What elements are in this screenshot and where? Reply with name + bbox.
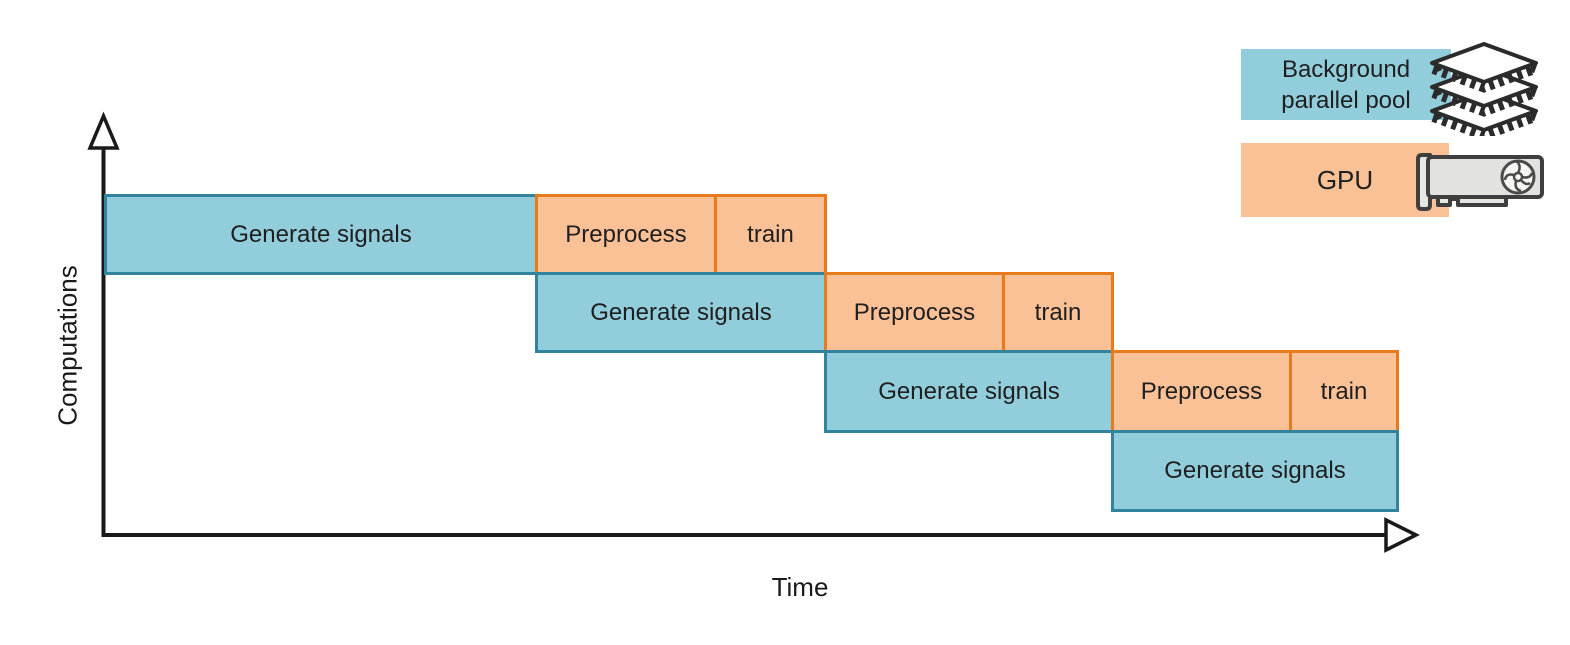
- y-axis-label: Computations: [52, 265, 83, 426]
- task-block-generate-signals-row2: Generate signals: [535, 272, 827, 353]
- legend-item-gpu: GPU: [1241, 143, 1449, 217]
- x-axis-label: Time: [771, 572, 829, 602]
- y-axis-arrow-icon: [87, 111, 120, 150]
- legend-item-background-parallel-pool: Background parallel pool: [1241, 49, 1451, 120]
- legend-pool-label-line2: parallel pool: [1281, 86, 1411, 114]
- legend-pool-label-line1: Background: [1281, 55, 1411, 83]
- task-block-preprocess-row1: Preprocess: [535, 194, 717, 275]
- task-block-train-row1: train: [714, 194, 827, 275]
- chip-stack-icon: [1424, 42, 1544, 136]
- task-block-generate-signals-row1: Generate signals: [104, 194, 538, 275]
- task-block-generate-signals-row3: Generate signals: [824, 350, 1114, 433]
- task-block-preprocess-row3: Preprocess: [1111, 350, 1292, 433]
- task-block-train-row2: train: [1002, 272, 1114, 353]
- task-block-train-row3: train: [1289, 350, 1399, 433]
- gpu-card-icon: [1416, 153, 1544, 211]
- x-axis-arrow-icon: [1384, 517, 1420, 553]
- legend-gpu-label: GPU: [1316, 164, 1374, 195]
- task-block-generate-signals-row4: Generate signals: [1111, 430, 1399, 512]
- task-block-preprocess-row2: Preprocess: [824, 272, 1005, 353]
